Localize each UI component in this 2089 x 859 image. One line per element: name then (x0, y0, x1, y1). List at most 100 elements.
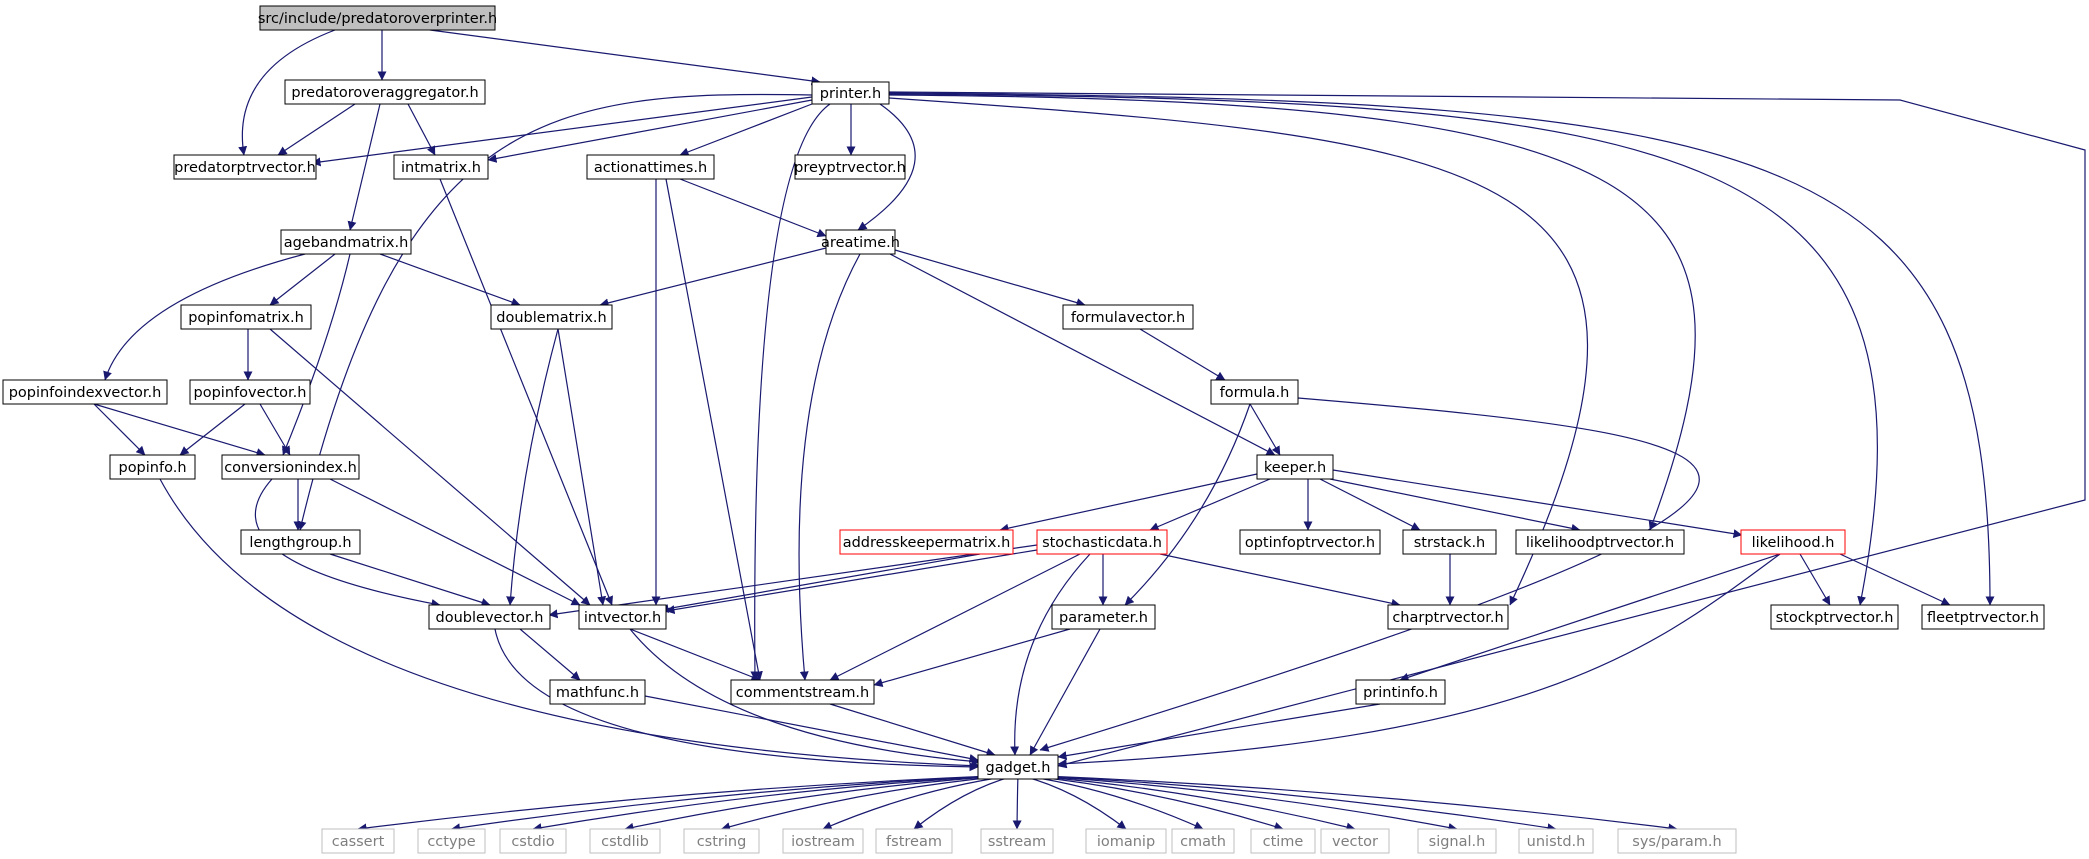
edge-stochasticdata-to-commentstream (829, 553, 1081, 681)
edge-gadget-to-cassert (357, 775, 992, 833)
node-cstdlib: cstdlib (589, 828, 661, 854)
edge-printer-to-actiontimes (679, 103, 813, 157)
node-label-predptr: predatorptrvector.h (174, 160, 316, 176)
node-printinfo[interactable]: printinfo.h (1355, 679, 1446, 705)
edge-keeper-to-strstack (1319, 478, 1421, 531)
node-pagg[interactable]: predatoroveraggregator.h (284, 79, 486, 105)
node-label-root: src/include/predatoroverprinter.h (258, 11, 497, 27)
node-box-ctime (1250, 828, 1316, 854)
edge-printer-to-lengthgroup (297, 93, 813, 531)
node-box-lengthgroup (240, 529, 361, 555)
node-keeper[interactable]: keeper.h (1256, 454, 1334, 480)
node-intvector[interactable]: intvector.h (578, 604, 667, 630)
node-doublematrix[interactable]: doublematrix.h (490, 304, 613, 330)
node-label-addresskeepermatrix: addresskeepermatrix.h (843, 535, 1011, 551)
edge-gadget-to-sstream (1012, 775, 1022, 830)
node-stockptr[interactable]: stockptrvector.h (1770, 604, 1899, 630)
edge-printer-to-intmatrix (487, 99, 813, 163)
node-root[interactable]: src/include/predatoroverprinter.h (258, 5, 497, 31)
edge-popinfoindexvector-to-conversionindex (93, 403, 266, 457)
node-label-cmath: cmath (1180, 834, 1226, 850)
node-box-preyptr (794, 154, 906, 180)
node-label-popinfovector: popinfovector.h (194, 385, 307, 401)
node-printer[interactable]: printer.h (811, 81, 890, 105)
node-areatime[interactable]: areatime.h (821, 229, 900, 255)
edge-intvector-to-gadget (629, 628, 981, 766)
node-gadget[interactable]: gadget.h (977, 754, 1059, 780)
node-box-keeper (1256, 454, 1334, 480)
node-label-formula: formula.h (1220, 385, 1290, 401)
node-intmatrix[interactable]: intmatrix.h (393, 154, 489, 180)
edge-printer-to-charptr (888, 97, 1589, 606)
edge-pagg-to-agebandmatrix (347, 103, 381, 231)
node-popinfoindexvector[interactable]: popinfoindexvector.h (2, 379, 168, 405)
node-label-intvector: intvector.h (584, 610, 661, 626)
node-iostream: iostream (782, 828, 864, 854)
node-parameter[interactable]: parameter.h (1051, 604, 1156, 630)
node-strstack[interactable]: strstack.h (1402, 529, 1497, 555)
node-likelihoodptr[interactable]: likelihoodptrvector.h (1515, 529, 1685, 555)
node-mathfunc[interactable]: mathfunc.h (549, 679, 646, 705)
node-optinfoptr[interactable]: optinfoptrvector.h (1239, 529, 1381, 555)
node-label-intmatrix: intmatrix.h (401, 160, 481, 176)
node-likelihood[interactable]: likelihood.h (1740, 529, 1846, 555)
node-preyptr[interactable]: preyptrvector.h (794, 154, 906, 180)
node-popinfo[interactable]: popinfo.h (109, 454, 196, 480)
node-doublevector[interactable]: doublevector.h (428, 604, 551, 630)
node-commentstream[interactable]: commentstream.h (730, 679, 875, 705)
edge-gadget-to-sysparam (1044, 775, 1678, 833)
node-box-cstring (683, 828, 760, 854)
edge-doublematrix-to-intvector (557, 328, 607, 606)
node-label-likelihoodptr: likelihoodptrvector.h (1526, 535, 1674, 551)
node-popinfomatrix[interactable]: popinfomatrix.h (180, 304, 312, 330)
edge-keeper-to-likelihoodptr (1329, 478, 1581, 533)
edge-areatime-to-keeper (889, 253, 1276, 456)
node-label-printer: printer.h (820, 86, 881, 102)
node-label-strstack: strstack.h (1414, 535, 1486, 551)
edge-areatime-to-doublematrix (599, 247, 827, 308)
node-label-keeper: keeper.h (1264, 460, 1326, 476)
node-label-popinfomatrix: popinfomatrix.h (188, 310, 304, 326)
edge-intvector-to-commentstream (629, 628, 761, 682)
node-fleetptr[interactable]: fleetptrvector.h (1921, 604, 2045, 630)
edge-parameter-to-commentstream (873, 628, 1071, 687)
edge-gadget-to-iostream (822, 775, 1011, 830)
node-actiontimes[interactable]: actionattimes.h (586, 154, 715, 180)
node-formula[interactable]: formula.h (1210, 379, 1299, 405)
node-stochasticdata[interactable]: stochasticdata.h (1036, 529, 1168, 555)
node-label-popinfoindexvector: popinfoindexvector.h (9, 385, 162, 401)
edge-printer-to-fleetptr (888, 92, 1995, 606)
node-box-cstdlib (589, 828, 661, 854)
edge-keeper-to-likelihood (1332, 469, 1743, 539)
node-charptr[interactable]: charptrvector.h (1387, 604, 1509, 630)
node-lengthgroup[interactable]: lengthgroup.h (240, 529, 361, 555)
node-label-cctype: cctype (427, 834, 475, 850)
node-box-formula (1210, 379, 1299, 405)
node-label-optinfoptr: optinfoptrvector.h (1245, 535, 1375, 551)
node-formulavector[interactable]: formulavector.h (1062, 304, 1194, 330)
node-cstdio: cstdio (499, 828, 567, 854)
node-box-parameter (1051, 604, 1156, 630)
node-box-stockptr (1770, 604, 1899, 630)
node-agebandmatrix[interactable]: agebandmatrix.h (280, 229, 412, 255)
edge-areatime-to-commentstream (798, 253, 861, 681)
node-label-iomanip: iomanip (1097, 834, 1155, 850)
node-label-cstdio: cstdio (511, 834, 554, 850)
node-box-printer (811, 81, 890, 105)
node-conversionindex[interactable]: conversionindex.h (221, 454, 360, 480)
edge-agebandmatrix-to-doublematrix (379, 253, 521, 307)
node-label-stockptr: stockptrvector.h (1776, 610, 1894, 626)
edge-keeper-to-stochasticdata (1149, 478, 1271, 531)
edge-agebandmatrix-to-conversionindex (282, 253, 351, 456)
edge-root-to-predptr (238, 29, 336, 156)
node-box-likelihoodptr (1515, 529, 1685, 555)
node-box-cctype (417, 828, 486, 854)
node-popinfovector[interactable]: popinfovector.h (189, 379, 311, 405)
node-label-stochasticdata: stochasticdata.h (1042, 535, 1162, 551)
edge-doublevector-to-mathfunc (519, 628, 581, 681)
edge-popinfomatrix-to-intvector (269, 328, 591, 606)
edge-mathfunc-to-gadget (644, 695, 979, 763)
node-box-popinfoindexvector (2, 379, 168, 405)
node-addresskeepermatrix[interactable]: addresskeepermatrix.h (839, 529, 1014, 555)
node-predptr[interactable]: predatorptrvector.h (173, 154, 317, 180)
